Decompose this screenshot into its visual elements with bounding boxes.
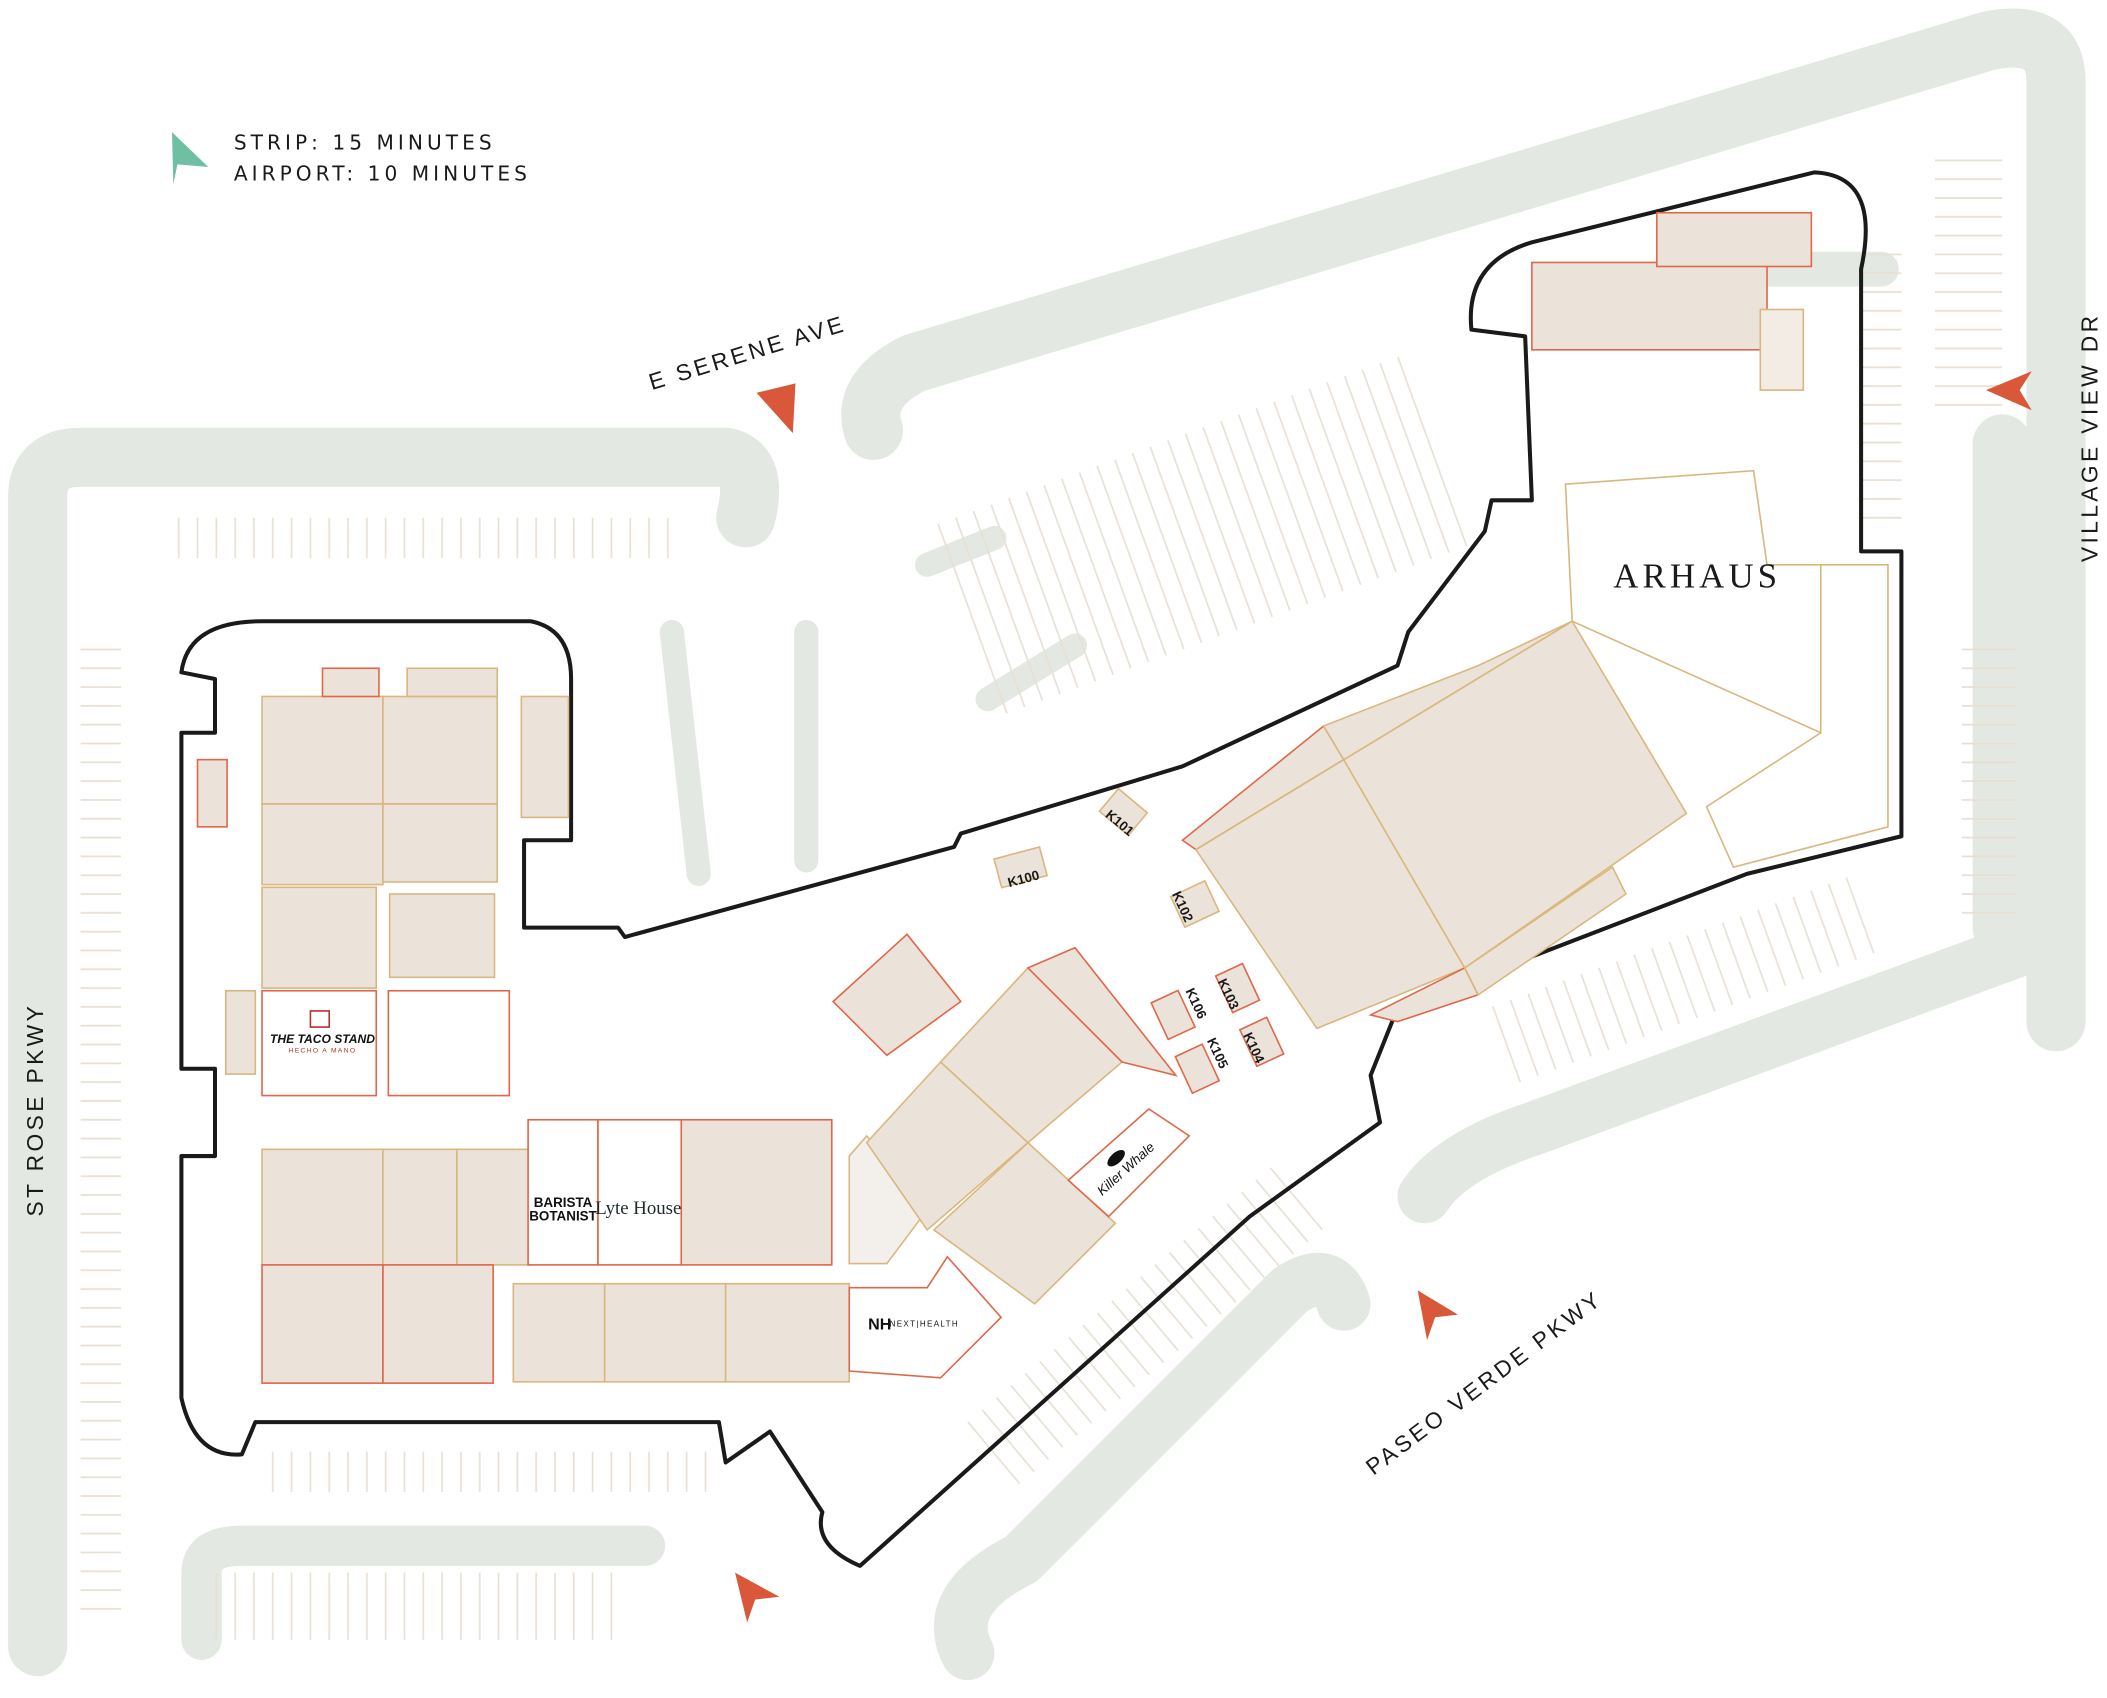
taco-stand-tagline: HECHO A MANO xyxy=(289,1048,357,1055)
north-arrow-icon xyxy=(172,132,209,185)
entrance-arrow-icon xyxy=(756,383,796,434)
street-north: E SERENE AVE xyxy=(646,310,849,395)
roads xyxy=(8,8,2086,1681)
taco-stand-name: THE TACO STAND xyxy=(270,1032,375,1046)
lyte-house-unit xyxy=(597,1118,683,1266)
lyte-house-name: Lyte House xyxy=(595,1198,681,1219)
barista-botanist-unit xyxy=(527,1118,599,1266)
legend-airport: AIRPORT: 10 MINUTES xyxy=(234,161,531,185)
kiosk-units xyxy=(993,787,1285,1095)
taco-stand-icon xyxy=(309,1010,331,1028)
next-health-name: NEXT|HEALTH xyxy=(890,1320,959,1329)
taco-stand-unit xyxy=(261,989,378,1097)
anchor-arhaus: ARHAUS xyxy=(1613,557,1781,596)
entrance-arrow-icon xyxy=(1986,371,2032,411)
barista-line1: BARISTA xyxy=(534,1195,593,1210)
stores xyxy=(196,211,1889,1384)
killer-whale-icon xyxy=(1107,1149,1125,1167)
next-health-mark: NH xyxy=(868,1315,891,1333)
entrance-arrows xyxy=(735,371,2032,1623)
taco-stand-logo: THE TACO STAND HECHO A MANO xyxy=(270,1010,375,1055)
street-south: PASEO VERDE PKWY xyxy=(1361,1285,1608,1480)
next-health-unit xyxy=(848,1255,1003,1379)
parking-lots xyxy=(80,148,2016,1640)
entrance-arrow-icon xyxy=(735,1572,780,1623)
legend: STRIP: 15 MINUTES AIRPORT: 10 MINUTES xyxy=(172,131,531,185)
entrance-arrow-icon xyxy=(1417,1290,1458,1341)
street-west: ST ROSE PKWY xyxy=(22,1003,48,1217)
building-outline xyxy=(179,170,1904,1568)
barista-line2: BOTANIST xyxy=(529,1209,597,1224)
legend-strip: STRIP: 15 MINUTES xyxy=(234,131,496,155)
killer-whale-unit xyxy=(1067,1108,1191,1218)
street-east: VILLAGE VIEW DR xyxy=(2077,313,2103,563)
